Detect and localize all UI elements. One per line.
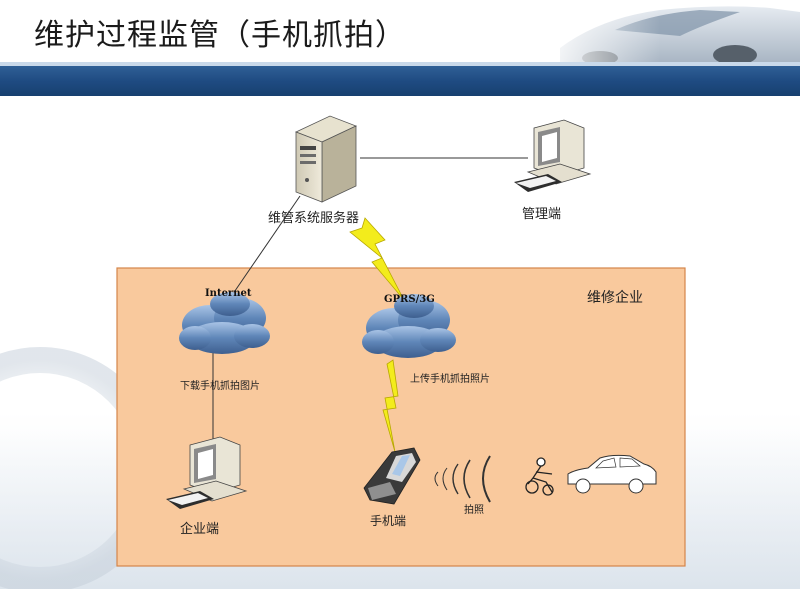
mechanic-icon xyxy=(525,457,554,496)
header-band xyxy=(0,66,800,96)
enterprise-client-label: 企业端 xyxy=(180,521,219,537)
gprs-cloud-icon xyxy=(362,294,456,358)
link-server-internet xyxy=(225,195,301,305)
server-label: 维管系统服务器 xyxy=(268,210,359,226)
enterprise-zone-label: 维修企业 xyxy=(587,289,643,306)
wireless-link-server-gprs xyxy=(349,217,405,301)
header-band-highlight xyxy=(0,62,800,66)
download-label: 下载手机抓拍图片 xyxy=(180,379,260,392)
internet-cloud-label: Internet xyxy=(205,288,252,299)
admin-label: 管理端 xyxy=(522,207,561,222)
slide-title: 维护过程监管（手机抓拍） xyxy=(34,18,406,53)
upload-label: 上传手机抓拍照片 xyxy=(410,372,490,385)
wireless-link-gprs-phone xyxy=(382,359,399,453)
phone-icon xyxy=(363,447,421,505)
car-photo-decoration xyxy=(540,0,800,65)
enterprise-computer-icon xyxy=(166,436,248,509)
photo-label: 拍照 xyxy=(464,503,484,516)
phone-label: 手机端 xyxy=(370,514,406,528)
camera-signal-waves-icon xyxy=(434,455,491,503)
gprs-cloud-label: GPRS/3G xyxy=(384,294,435,305)
server-icon xyxy=(294,115,358,203)
admin-computer-icon xyxy=(514,119,592,192)
car-icon xyxy=(567,454,657,494)
internet-cloud-icon xyxy=(179,292,270,354)
